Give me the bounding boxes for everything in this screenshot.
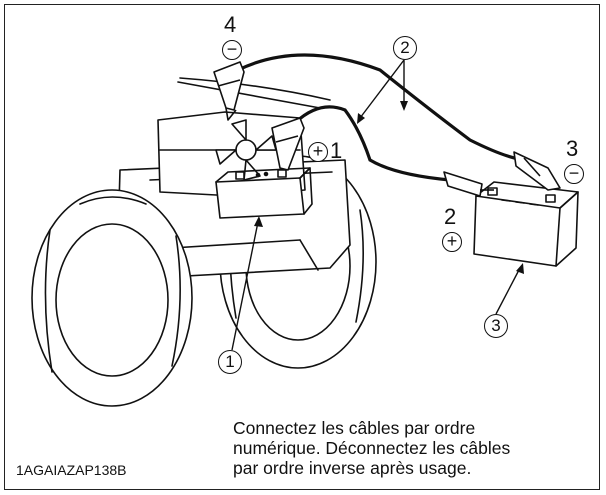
leader-cable-a <box>360 60 404 118</box>
step-3-number: 3 <box>566 138 578 160</box>
figure-code: 1AGAIAZAP138B <box>16 462 127 478</box>
positive-clamp-booster <box>444 172 494 196</box>
step-4-number: 4 <box>224 14 236 36</box>
step-1-number: 1 <box>330 140 342 162</box>
instruction-caption: Connectez les câbles par ordre numérique… <box>233 418 593 478</box>
callout-booster-battery: 3 <box>484 314 508 338</box>
caption-line-1: Connectez les câbles par ordre <box>233 418 593 438</box>
callout-tractor-battery: 1 <box>218 350 242 374</box>
leader-booster-battery <box>496 268 520 314</box>
negative-clamp-tractor <box>214 62 244 120</box>
minus-sign-icon: − <box>222 40 242 60</box>
minus-sign-icon: − <box>564 164 584 184</box>
plus-sign-icon: + <box>442 232 462 252</box>
caption-line-2: numérique. Déconnectez les câbles <box>233 438 593 458</box>
callout-cable: 2 <box>393 36 417 60</box>
plus-sign-icon: + <box>308 142 328 162</box>
caption-line-3: par ordre inverse après usage. <box>233 458 593 478</box>
step-2-number: 2 <box>444 206 456 228</box>
negative-clamp-booster <box>514 152 560 190</box>
tractor-front-wheel <box>32 190 192 406</box>
booster-battery <box>474 182 578 266</box>
